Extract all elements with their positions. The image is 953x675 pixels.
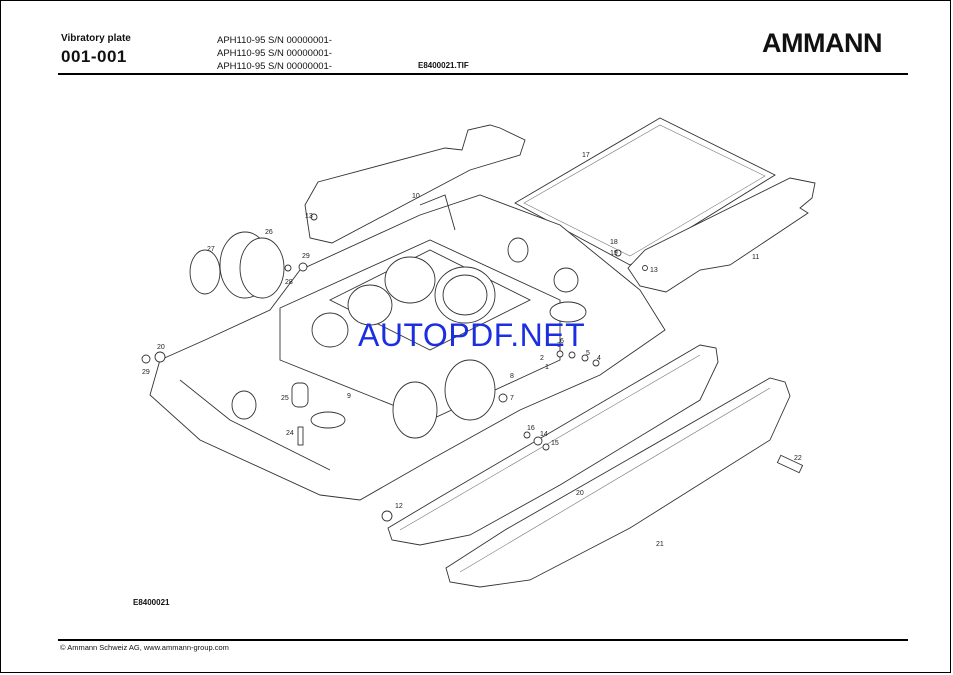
svg-text:21: 21: [656, 541, 664, 548]
svg-text:16: 16: [527, 425, 535, 432]
image-filename: E8400021.TIF: [418, 61, 469, 70]
bolt-22: [776, 454, 804, 474]
doc-type: Vibratory plate: [61, 33, 131, 44]
svg-text:15: 15: [551, 440, 559, 447]
svg-text:29: 29: [302, 253, 310, 260]
svg-text:24: 24: [286, 430, 294, 437]
svg-text:26: 26: [265, 229, 273, 236]
skid-plate-20: [387, 344, 719, 546]
doc-number: 001-001: [61, 47, 127, 66]
svg-text:29: 29: [142, 369, 150, 376]
model-line: APH110-95 S/N 00000001-: [217, 61, 332, 72]
buffers: [231, 237, 587, 429]
rubber-mount-26-27: [189, 231, 285, 299]
skid-plate-21: [445, 377, 791, 588]
svg-text:10: 10: [412, 193, 420, 200]
copyright-text: © Ammann Schweiz AG, www.ammann-group.co…: [60, 643, 229, 652]
model-list: APH110-95 S/N 00000001- APH110-95 S/N 00…: [217, 34, 332, 73]
brand-logo: AMMANN: [762, 28, 882, 58]
svg-text:25: 25: [281, 395, 289, 402]
svg-text:2: 2: [540, 355, 544, 362]
cover-plate-17: [514, 117, 776, 266]
cover-plate-10: [304, 124, 526, 244]
svg-text:22: 22: [794, 455, 802, 462]
svg-text:20: 20: [157, 344, 165, 351]
gear-set: [311, 256, 496, 439]
svg-text:13: 13: [650, 267, 658, 274]
svg-text:8: 8: [510, 373, 514, 380]
header-left: Vibratory plate 001-001: [61, 33, 131, 67]
svg-text:3: 3: [557, 342, 561, 349]
callout-labels: 1 2 3 4 5 6 7 8 9 10 11 12 13 13 14 15 1…: [142, 152, 802, 548]
svg-text:28: 28: [285, 279, 293, 286]
svg-text:20: 20: [576, 490, 584, 497]
svg-text:27: 27: [207, 246, 215, 253]
svg-text:1: 1: [545, 364, 549, 371]
svg-text:5: 5: [586, 350, 590, 357]
svg-text:7: 7: [510, 395, 514, 402]
svg-text:6: 6: [560, 338, 564, 345]
svg-text:4: 4: [597, 355, 601, 362]
svg-text:12: 12: [395, 503, 403, 510]
svg-text:18: 18: [610, 239, 618, 246]
watermark: AUTOPDF.NET: [358, 317, 586, 353]
svg-text:17: 17: [582, 152, 590, 159]
model-line: APH110-95 S/N 00000001-: [217, 35, 332, 46]
svg-text:19: 19: [610, 250, 618, 257]
header-divider: [58, 73, 908, 75]
drawing-reference: E8400021: [133, 598, 170, 607]
svg-text:14: 14: [540, 431, 548, 438]
model-line: APH110-95 S/N 00000001-: [217, 48, 332, 59]
svg-text:13: 13: [305, 213, 313, 220]
fasteners: [141, 213, 648, 522]
footer-divider: [58, 639, 908, 641]
cover-plate-11: [627, 177, 816, 293]
svg-text:9: 9: [347, 393, 351, 400]
svg-text:11: 11: [752, 254, 759, 261]
